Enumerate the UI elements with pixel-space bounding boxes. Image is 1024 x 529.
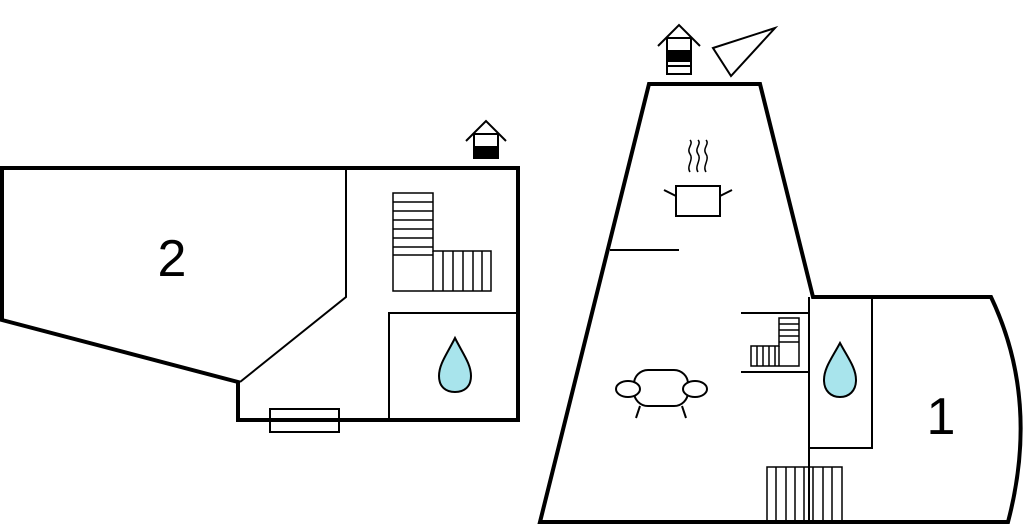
room-2-label: 2 xyxy=(158,230,187,288)
stairs-icon xyxy=(392,192,492,292)
chimney-icon xyxy=(657,23,701,75)
floor-2: 2 xyxy=(0,166,520,433)
water-drop-icon xyxy=(822,340,858,399)
floor-2-bathroom-wall xyxy=(388,312,519,421)
stairs-icon xyxy=(741,312,809,373)
sofa-icon xyxy=(615,369,708,419)
floor-2-interior-wall xyxy=(239,168,347,383)
room-1-label: 1 xyxy=(927,388,956,446)
floor-2-outline xyxy=(0,166,520,422)
water-drop-icon xyxy=(437,335,473,394)
floor-1-outline xyxy=(537,82,1023,524)
compass-icon xyxy=(711,25,779,78)
chimney-icon xyxy=(465,119,507,159)
stairs-icon xyxy=(766,466,843,523)
stove-pot-icon xyxy=(663,139,733,217)
floor-2-window xyxy=(269,408,340,433)
floor-1: 1 xyxy=(537,82,1023,524)
